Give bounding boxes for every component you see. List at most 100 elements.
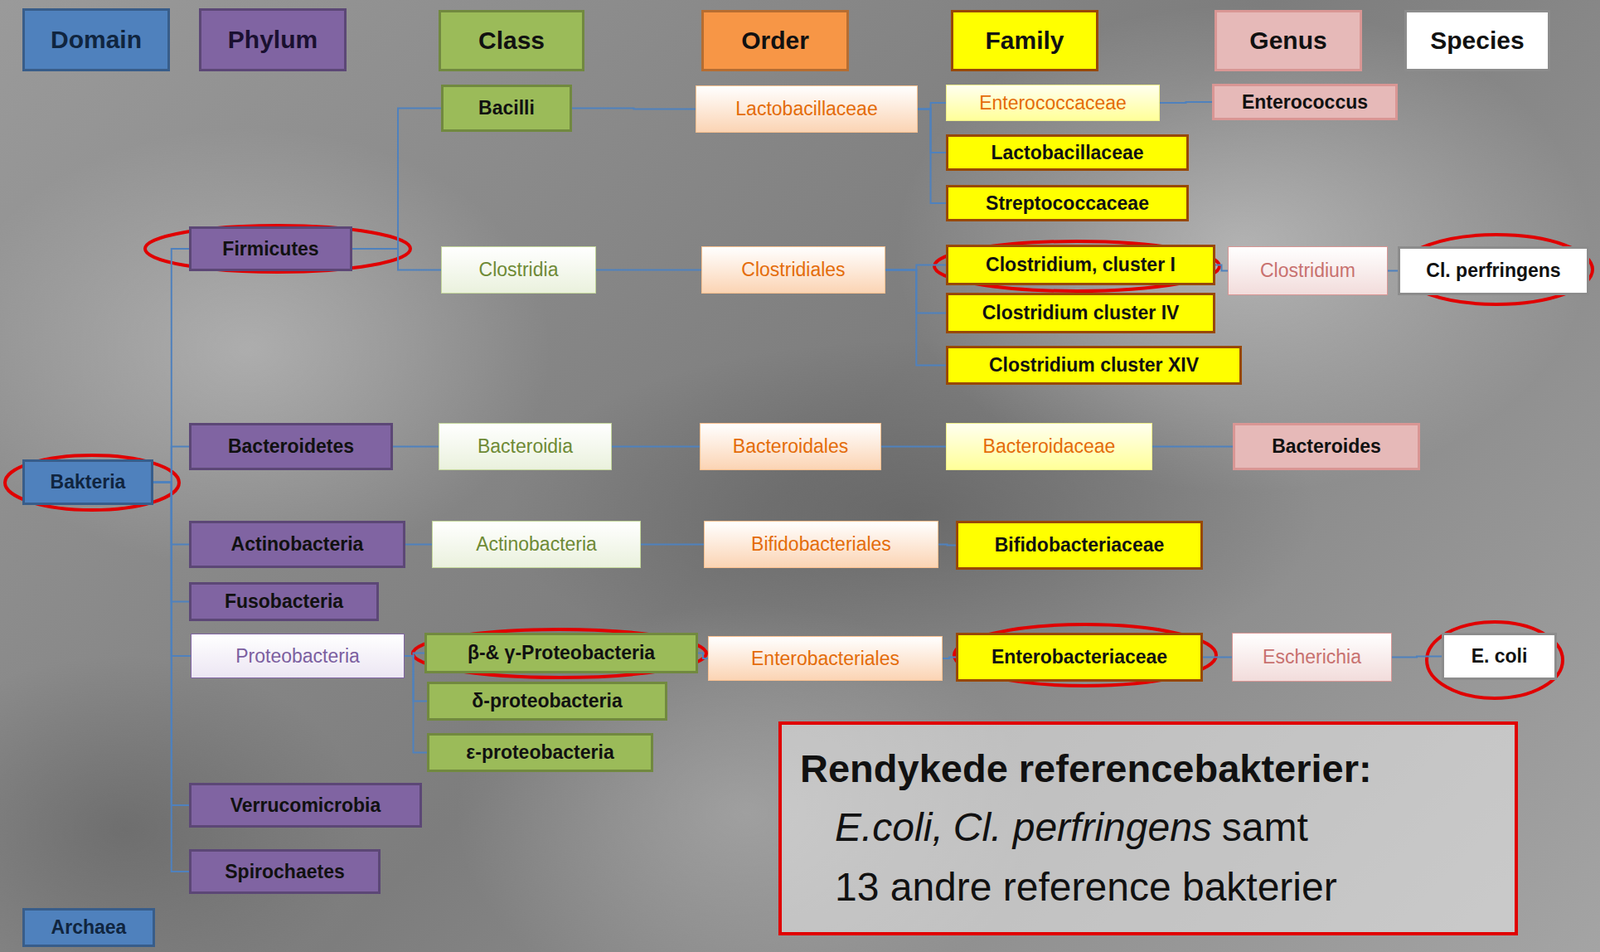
tree-connector bbox=[881, 446, 946, 448]
taxon-box: Actinobacteria bbox=[189, 520, 406, 568]
taxon-box: Bacteroidia bbox=[438, 422, 612, 471]
taxon-box: E. coli bbox=[1441, 632, 1557, 680]
taxon-label: Lactobacillaceae bbox=[735, 97, 878, 120]
note-body: E.coli,Cl. perfringenssamt 13 andre refer… bbox=[834, 797, 1338, 917]
rank-label: Genus bbox=[1249, 26, 1327, 56]
rank-header: Phylum bbox=[198, 8, 347, 72]
taxon-label: Enterococcaceae bbox=[979, 92, 1127, 114]
tree-connector bbox=[938, 544, 956, 546]
taxon-box: Clostridia bbox=[441, 246, 597, 294]
rank-label: Species bbox=[1430, 26, 1524, 56]
taxon-label: Streptococcaceae bbox=[985, 192, 1150, 214]
tree-connector bbox=[611, 446, 700, 448]
taxon-label: Clostridium cluster XIV bbox=[989, 353, 1199, 376]
taxon-label: Archaea bbox=[51, 916, 127, 938]
taxon-box: Lactobacillaceae bbox=[695, 85, 918, 133]
taxon-box: Lactobacillaceae bbox=[945, 134, 1189, 171]
taxon-label: Cl. perfringens bbox=[1425, 259, 1561, 282]
tree-connector bbox=[1202, 656, 1232, 659]
taxon-label: Bacteroidia bbox=[477, 435, 573, 457]
rank-label: Family bbox=[984, 26, 1064, 56]
taxon-box: Archaea bbox=[22, 907, 156, 947]
taxon-label: Enterococcus bbox=[1241, 91, 1368, 113]
taxon-box: Enterococcaceae bbox=[945, 84, 1160, 122]
taxon-box: Bacteroides bbox=[1232, 422, 1421, 471]
taxon-box: Clostridium bbox=[1227, 246, 1388, 296]
taxon-label: Bacteroides bbox=[1271, 435, 1382, 457]
taxon-box: Clostridiales bbox=[701, 246, 886, 294]
tree-connector bbox=[153, 248, 190, 483]
taxon-label: Escherichia bbox=[1262, 645, 1362, 668]
taxon-box: β-& γ-Proteobacteria bbox=[424, 632, 699, 674]
taxon-label: Proteobacteria bbox=[235, 644, 360, 667]
highlight-ellipse bbox=[4, 455, 180, 510]
rank-header: Family bbox=[950, 9, 1099, 72]
taxon-label: Firmicutes bbox=[222, 237, 319, 260]
note-text: E.coli, bbox=[834, 804, 944, 849]
tree-connector bbox=[698, 653, 708, 660]
taxon-label: Clostridium cluster IV bbox=[982, 301, 1180, 324]
taxon-box: Bifidobacteriales bbox=[703, 520, 939, 568]
tree-connector bbox=[405, 543, 432, 546]
taxon-box: Enterococcus bbox=[1212, 83, 1398, 121]
taxon-label: Bifidobacteriales bbox=[751, 533, 892, 555]
taxon-label: Clostridiales bbox=[741, 258, 845, 281]
taxon-label: Bacilli bbox=[478, 96, 535, 119]
taxon-box: Clostridium cluster IV bbox=[945, 292, 1216, 334]
taxon-label: Enterobacteriaceae bbox=[991, 645, 1168, 668]
tree-connector bbox=[1387, 270, 1398, 272]
taxon-box: Bifidobacteriaceae bbox=[955, 520, 1203, 570]
reference-note: Rendykede referencebakterier:E.coli,Cl. … bbox=[778, 721, 1518, 936]
taxon-label: Bacteroidaceae bbox=[983, 435, 1116, 457]
taxon-label: Actinobacteria bbox=[475, 533, 597, 555]
rank-label: Phylum bbox=[227, 25, 318, 55]
taxon-box: Clostridium cluster XIV bbox=[945, 345, 1242, 385]
taxon-label: Bacteroidales bbox=[732, 435, 849, 457]
rank-header: Genus bbox=[1214, 9, 1363, 72]
note-heading: Rendykede referencebakterier: bbox=[800, 739, 1373, 799]
taxon-box: Proteobacteria bbox=[190, 633, 405, 679]
taxon-label: Clostridia bbox=[479, 258, 559, 281]
note-text: samt bbox=[1221, 804, 1309, 849]
taxon-box: Bakteria bbox=[22, 459, 154, 505]
rank-header: Order bbox=[701, 9, 849, 72]
taxon-label: δ-proteobacteria bbox=[471, 689, 622, 712]
taxon-label: E. coli bbox=[1471, 644, 1528, 667]
taxon-box: Cl. perfringens bbox=[1397, 246, 1590, 296]
tree-connector bbox=[1159, 101, 1213, 103]
taxon-box: Actinobacteria bbox=[431, 520, 641, 568]
rank-label: Order bbox=[741, 26, 810, 56]
taxon-label: Bifidobacteriaceae bbox=[994, 533, 1165, 556]
tree-connector bbox=[917, 109, 946, 204]
taxon-box: Firmicutes bbox=[189, 226, 353, 272]
taxon-label: Fusobacteria bbox=[224, 590, 344, 612]
taxon-box: Bacteroidales bbox=[699, 422, 882, 471]
highlight-ellipse bbox=[954, 624, 1217, 686]
taxon-label: β-& γ-Proteobacteria bbox=[467, 641, 655, 664]
taxon-box: δ-proteobacteria bbox=[426, 681, 668, 721]
taxon-box: Streptococcaceae bbox=[945, 184, 1189, 222]
tree-connector bbox=[404, 655, 427, 753]
taxon-box: Clostridium, cluster I bbox=[945, 244, 1216, 286]
tree-connector bbox=[392, 446, 439, 448]
taxon-label: Verrucomicrobia bbox=[230, 794, 382, 816]
taxon-box: Bacilli bbox=[441, 84, 573, 132]
rank-label: Domain bbox=[50, 25, 142, 55]
taxon-label: ε-proteobacteria bbox=[465, 741, 614, 763]
taxon-label: Enterobacteriales bbox=[751, 647, 900, 670]
note-text: 13 andre reference bakterier bbox=[834, 857, 1338, 917]
note-text: Cl. perfringens bbox=[953, 804, 1213, 849]
tree-connector bbox=[153, 446, 190, 483]
taxon-label: Clostridium bbox=[1260, 259, 1356, 282]
tree-connector bbox=[572, 108, 696, 110]
tree-connector bbox=[1215, 265, 1228, 272]
rank-header: Class bbox=[438, 9, 585, 72]
taxon-box: Spirochaetes bbox=[189, 848, 381, 894]
tree-connector bbox=[942, 657, 956, 660]
taxon-box: Bacteroidetes bbox=[189, 422, 393, 471]
taxon-box: ε-proteobacteria bbox=[426, 732, 654, 772]
tree-connector bbox=[596, 269, 702, 272]
highlight-ellipse bbox=[1426, 621, 1563, 699]
taxon-box: Bacteroidaceae bbox=[945, 422, 1153, 471]
